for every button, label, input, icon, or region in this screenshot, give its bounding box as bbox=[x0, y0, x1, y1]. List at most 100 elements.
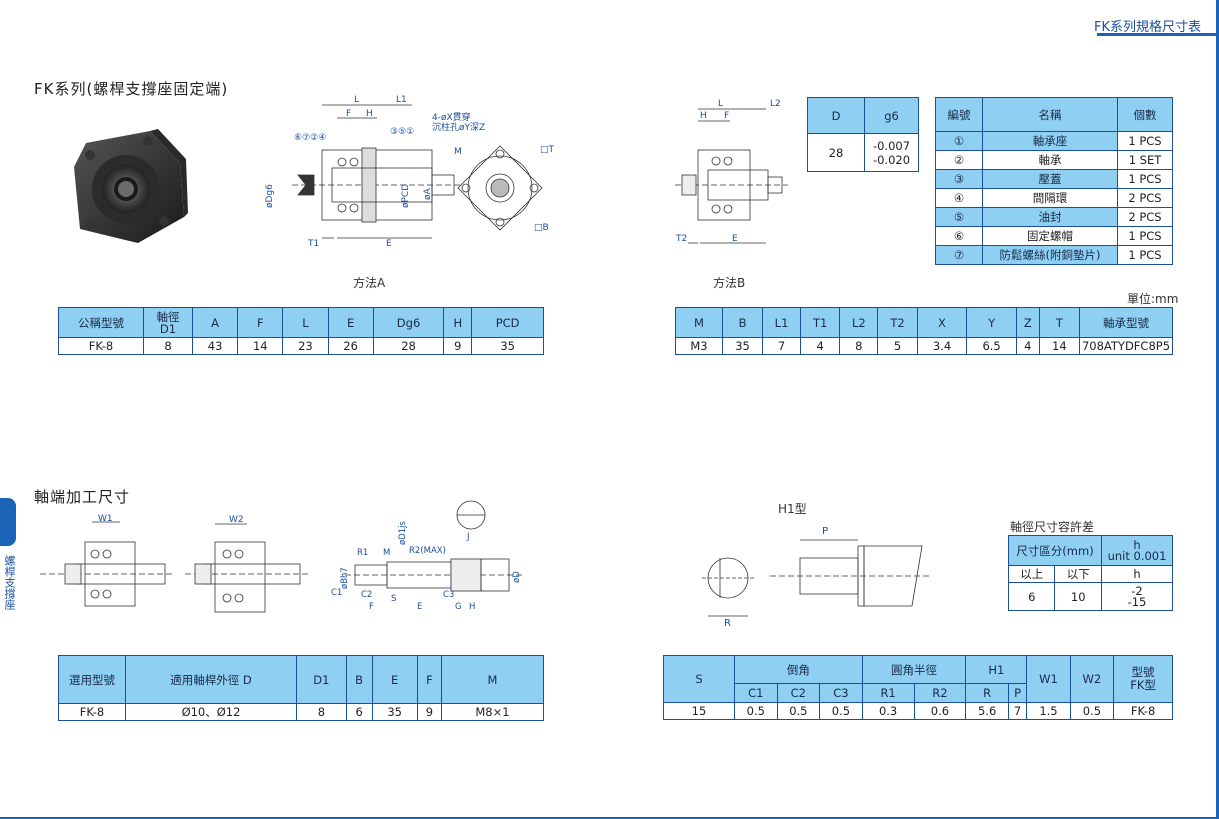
td-mach: 1.5 bbox=[1026, 702, 1071, 720]
label-H: H bbox=[366, 109, 373, 119]
side-tab-marker bbox=[0, 498, 16, 546]
td-parts-no: ⑥ bbox=[935, 226, 983, 246]
th-dims-f: F bbox=[237, 307, 284, 338]
label-M2: M bbox=[383, 548, 390, 558]
drawing-method-a: L L1 F H E T1 ⑥⑦②④ ③⑤① 4-øX貫穿 沉柱孔øY深Z M … bbox=[265, 95, 555, 249]
th-mach-sub: R2 bbox=[913, 683, 967, 703]
td-mount: 35 bbox=[721, 337, 764, 355]
th-shaft: D1 bbox=[296, 655, 347, 704]
td-parts-name: 壓蓋 bbox=[982, 169, 1118, 189]
label-H2: H bbox=[469, 602, 475, 612]
th-dims-e: E bbox=[327, 307, 374, 338]
label-C1: C1 bbox=[331, 588, 342, 598]
th-mount: Y bbox=[966, 307, 1017, 338]
label-b-L2: L2 bbox=[770, 99, 781, 109]
td-shaft: 35 bbox=[371, 703, 418, 721]
td-dims: 28 bbox=[372, 337, 445, 355]
th-shaft: M bbox=[440, 655, 545, 704]
label-L: L bbox=[354, 95, 359, 105]
label-dD1js: øD1js bbox=[398, 520, 408, 545]
td-parts-no: ⑦ bbox=[935, 245, 983, 265]
th-shaft: E bbox=[371, 655, 418, 704]
tolerance-title: 軸徑尺寸容許差 bbox=[1010, 520, 1095, 534]
label-b-T2: T2 bbox=[675, 234, 687, 244]
label-dA: øA bbox=[423, 187, 433, 200]
td-dims: 43 bbox=[191, 337, 239, 355]
table-dimensions: 公稱型號 軸徑 D1 A F L E Dg6 H PCD FK-8 8 43 1… bbox=[58, 307, 544, 355]
label-G: G bbox=[455, 602, 462, 612]
balloons-left: ⑥⑦②④ bbox=[294, 133, 326, 143]
table-mounting: M B L1 T1 L2 T2 X Y Z T 軸承型號 M3 35 7 4 8… bbox=[675, 307, 1173, 355]
side-tab-label: 螺桿支撐座 bbox=[3, 555, 16, 610]
table-shaft: 選用型號 適用軸桿外徑 D D1 B E F M FK-8 Ø10、Ø12 8 … bbox=[58, 655, 545, 721]
td-parts-name: 軸承 bbox=[982, 150, 1118, 170]
td-parts-no: ⑤ bbox=[935, 207, 983, 227]
label-b-H: H bbox=[700, 111, 707, 121]
caption-method-a: 方法A bbox=[353, 276, 386, 290]
th-dims-dg6: Dg6 bbox=[372, 307, 445, 338]
th-mach-w2: W2 bbox=[1069, 655, 1115, 703]
label-S: S bbox=[391, 594, 396, 604]
section-header-rule bbox=[1097, 33, 1219, 36]
label-R1: R1 bbox=[357, 548, 368, 558]
td-tol: -2 -15 bbox=[1100, 582, 1174, 611]
label-dD: øD bbox=[512, 571, 522, 583]
label-C2: C2 bbox=[361, 590, 372, 600]
td-mount: 4 bbox=[799, 337, 841, 355]
label-dDg6: øDg6 bbox=[265, 184, 275, 208]
th-dims-pcd: PCD bbox=[471, 307, 544, 338]
td-shaft: 8 bbox=[296, 703, 347, 721]
label-F: F bbox=[346, 109, 351, 119]
td-parts-name: 固定螺帽 bbox=[982, 226, 1118, 246]
td-mach: 0.5 bbox=[819, 702, 863, 720]
th-tol-range: 尺寸區分(mm) bbox=[1008, 535, 1102, 566]
td-parts-qty: 1 PCS bbox=[1117, 131, 1173, 151]
th-mach-w1: W1 bbox=[1026, 655, 1071, 703]
th-mach-chamfer: 倒角 bbox=[734, 655, 863, 684]
td-g6-D: 28 bbox=[807, 133, 865, 172]
td-parts-no: ③ bbox=[935, 169, 983, 189]
th-mach-h1: H1 bbox=[965, 655, 1028, 684]
th-mount: T1 bbox=[799, 307, 841, 338]
td-parts-qty: 1 PCS bbox=[1117, 245, 1173, 265]
th-mount: T2 bbox=[877, 307, 918, 338]
th-mount-bearing: 軸承型號 bbox=[1079, 307, 1173, 338]
td-parts-name: 防鬆螺絲(附銅墊片) bbox=[982, 245, 1118, 265]
label-dBh7: øBh7 bbox=[340, 567, 350, 589]
td-parts-qty: 1 PCS bbox=[1117, 226, 1173, 246]
th-mount: T bbox=[1038, 307, 1081, 338]
td-mach: 0.5 bbox=[734, 702, 778, 720]
th-mach-model: 型號 FK型 bbox=[1113, 655, 1173, 703]
label-W1: W1 bbox=[98, 514, 113, 524]
unit-label: 單位:mm bbox=[1127, 292, 1179, 306]
td-parts-name: 間隔環 bbox=[982, 188, 1118, 208]
th-shaft: F bbox=[416, 655, 442, 704]
th-shaft: 適用軸桿外徑 D bbox=[125, 655, 297, 704]
th-mach-sub: C3 bbox=[819, 683, 863, 703]
label-P: P bbox=[822, 526, 828, 537]
table-machining: S 倒角 圓角半徑 H1 W1 W2 型號 FK型 C1 C2 C3 R1 R2… bbox=[663, 655, 1173, 720]
drawing-w2: W2 bbox=[185, 515, 310, 613]
label-L1: L1 bbox=[396, 95, 407, 105]
td-parts-qty: 2 PCS bbox=[1117, 188, 1173, 208]
td-shaft: M8×1 bbox=[440, 703, 545, 721]
th-shaft: B bbox=[345, 655, 373, 704]
th-parts-name: 名稱 bbox=[982, 97, 1118, 132]
td-mount: 14 bbox=[1038, 337, 1081, 355]
table-tolerance: 尺寸區分(mm) h unit 0.001 以上 以下 h 6 10 -2 -1… bbox=[1007, 535, 1174, 611]
td-dims: 8 bbox=[143, 337, 193, 355]
th-dims-d1: 軸徑 D1 bbox=[143, 307, 193, 338]
td-mach: FK-8 bbox=[1113, 702, 1173, 720]
td-dims: 14 bbox=[237, 337, 284, 355]
td-mount: 4 bbox=[1015, 337, 1040, 355]
label-T1: T1 bbox=[307, 239, 319, 249]
section1-title: FK系列(螺桿支撐座固定端) bbox=[34, 80, 229, 98]
drawing-w1: W1 bbox=[40, 514, 175, 607]
label-DT: □T bbox=[540, 145, 555, 155]
bottom-rule bbox=[0, 817, 1219, 819]
td-dims: 26 bbox=[327, 337, 374, 355]
th-parts-no: 編號 bbox=[935, 97, 983, 132]
balloons-right: ③⑤① bbox=[390, 127, 414, 137]
label-E: E bbox=[386, 239, 392, 249]
label-C3: C3 bbox=[443, 590, 454, 600]
